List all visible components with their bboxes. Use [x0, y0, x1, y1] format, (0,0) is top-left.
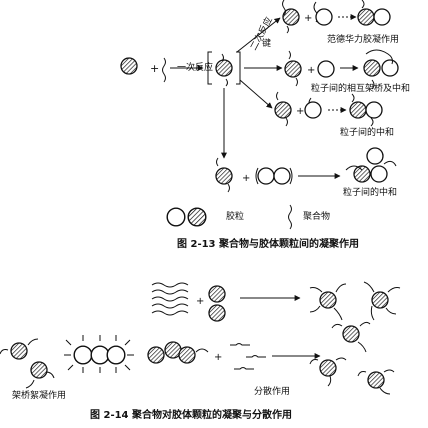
legend-polymer-label: 聚合物 — [303, 212, 331, 222]
colloid-particle-hatched-icon — [357, 8, 375, 26]
colloid-particle-plain-icon — [304, 101, 322, 119]
legend-hatched-particle-icon — [187, 207, 207, 227]
colloid-particle-hatched-icon — [349, 101, 367, 119]
colloid-particle-plain-icon — [257, 167, 275, 185]
polymer-tail-icon — [361, 0, 365, 9]
colloid-particle-hatched-icon — [147, 346, 165, 364]
polymer-bridge-icon — [365, 49, 393, 65]
colloid-particle-hatched-icon — [284, 60, 302, 78]
polymer-tail-icon — [288, 50, 298, 87]
legend-particle-label: 胶粒 — [226, 212, 245, 222]
colloid-particle-hatched-icon — [353, 165, 371, 183]
bracket-left — [207, 51, 212, 85]
neutralization-label-2: 粒子间的中和 — [343, 188, 398, 198]
polymer-arms-icon — [357, 369, 395, 395]
colloid-particle-hatched-icon — [215, 167, 233, 185]
polymer-chain-icon — [255, 167, 293, 185]
first-reaction-label: 一次反应 — [177, 63, 214, 73]
colloid-particle-hatched-icon — [371, 291, 389, 309]
polymer-bridge-icon — [0, 338, 55, 389]
plus-sign: + — [296, 106, 304, 117]
short-polymers-icon — [230, 343, 266, 370]
vdw-flocculation-label: 范德华力胶凝作用 — [327, 35, 400, 45]
plus-sign: + — [196, 296, 204, 307]
bridging-neutralization-label: 粒子间的相互架桥及中和 — [311, 84, 411, 94]
colloid-particle-plain-icon — [373, 8, 391, 26]
legend-plain-particle-icon — [166, 207, 186, 227]
arrow-to-neutralization — [239, 79, 273, 109]
plus-sign: + — [242, 173, 250, 184]
colloid-particle-hatched-icon — [363, 59, 381, 77]
polymer-tail-icon — [195, 348, 209, 353]
colloid-particle-plain-icon — [315, 8, 333, 26]
colloid-particle-plain-icon — [366, 147, 384, 165]
polymer-tail-icon — [351, 93, 374, 127]
colloid-particle-hatched-icon — [178, 346, 196, 364]
polymer-tail-icon — [371, 79, 375, 90]
colloid-particle-plain-icon — [381, 59, 399, 77]
plus-sign: + — [307, 65, 315, 76]
colloid-particle-hatched-icon — [30, 361, 48, 379]
colloid-particle-hatched-icon — [319, 291, 337, 309]
colloid-particle-plain-icon — [365, 101, 383, 119]
polymer-tail-icon — [345, 160, 397, 171]
polymer-arms-icon — [309, 283, 347, 321]
bracket-right — [236, 51, 241, 85]
plus-sign: + — [214, 352, 222, 363]
dispersion-label: 分散作用 — [254, 387, 291, 397]
colloid-particle-hatched-icon — [10, 342, 28, 360]
colloid-particle-plain-icon — [273, 167, 291, 185]
colloid-particle-plain-icon — [317, 60, 335, 78]
colloid-particle-hatched-icon — [120, 57, 138, 75]
polymer-arms-icon — [309, 357, 347, 387]
arrow-secondary-reaction — [236, 17, 281, 53]
colloid-particle-hatched-icon — [367, 371, 385, 389]
polymer-tail-icon — [221, 53, 228, 87]
colloid-particle-plain-icon — [370, 165, 388, 183]
bridging-flocculation-label: 架桥絮凝作用 — [12, 391, 67, 401]
colloid-particle-hatched-icon — [342, 325, 360, 343]
legend-polymer-icon — [288, 204, 292, 230]
polymer-arms-icon — [331, 321, 371, 353]
plus-sign: + — [150, 62, 159, 75]
colloid-particle-hatched-icon — [208, 285, 226, 303]
polymer-tail-icon — [216, 157, 230, 193]
colloid-particle-hatched-icon — [215, 59, 233, 77]
figure-2-13-caption: 图 2-13 聚合物与胶体颗粒间的凝聚作用 — [177, 239, 359, 250]
neutralization-label: 粒子间的中和 — [340, 128, 395, 138]
plus-sign: + — [304, 13, 312, 24]
polymer-bundle-icon — [151, 282, 189, 316]
polymer-chain-icon — [162, 57, 166, 83]
starburst-particles-icon — [64, 335, 134, 373]
polymer-tail-icon — [282, 0, 289, 34]
figure-2-14-caption: 图 2-14 聚合物对胶体颗粒的凝聚与分散作用 — [90, 410, 292, 421]
secondary-reaction-label-b: 键 — [262, 39, 272, 49]
polymer-arms-icon — [363, 281, 401, 321]
colloid-particle-hatched-icon — [319, 359, 337, 377]
colloid-particle-hatched-icon — [274, 101, 292, 119]
polymer-tail-icon — [276, 91, 288, 127]
colloid-particle-hatched-icon — [208, 304, 226, 322]
